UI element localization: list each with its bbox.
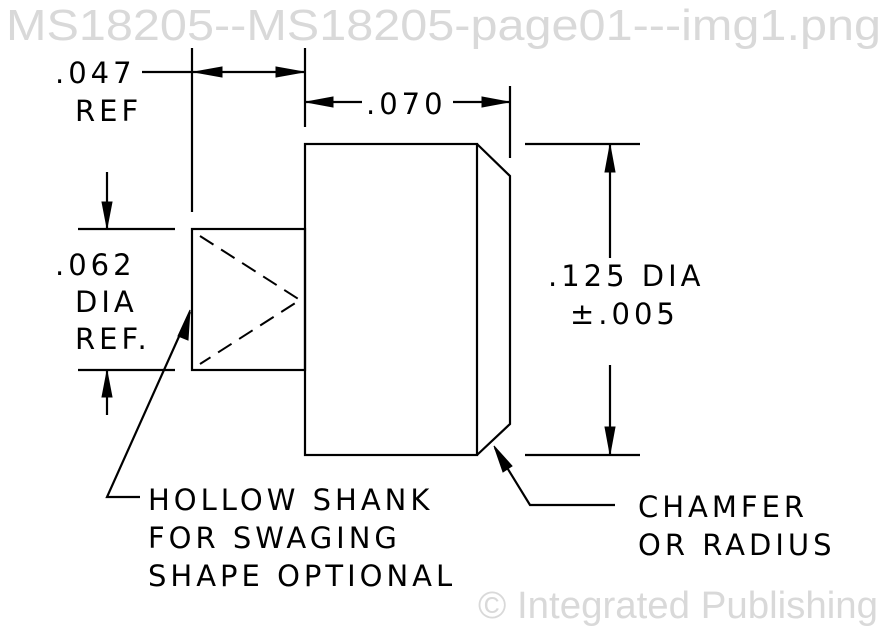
- arrowhead: [604, 144, 616, 173]
- dim-062-value: .062: [55, 248, 136, 282]
- head-body: [303, 142, 479, 457]
- shank-body: [190, 227, 307, 372]
- dim-070-value: .070: [366, 87, 447, 121]
- leader-hollow-shank: HOLLOW SHANK FOR SWAGING SHAPE OPTIONAL: [105, 309, 456, 593]
- arrowhead: [481, 96, 510, 108]
- leader-chamfer: CHAMFER OR RADIUS: [493, 445, 836, 562]
- arrowhead: [493, 445, 513, 473]
- note-chamfer-1: CHAMFER: [638, 490, 808, 524]
- part-outline: [190, 142, 512, 457]
- note-hollow-shank-1: HOLLOW SHANK: [148, 483, 433, 517]
- chamfer-edge: [476, 143, 512, 456]
- arrowhead: [101, 201, 113, 229]
- watermark-line2: MS18205--MS18205-page01---img1.png: [6, 1, 881, 50]
- arrowhead: [604, 426, 616, 455]
- dimension-shank-dia: .062 DIA REF.: [55, 172, 175, 415]
- arrowhead: [275, 66, 305, 78]
- note-chamfer-2: OR RADIUS: [638, 528, 836, 562]
- dim-125-tolerance: ±.005: [570, 297, 679, 331]
- dimension-head-dia: .125 DIA ±.005: [525, 142, 705, 457]
- watermark-line1: © Integrated Publishing: [478, 585, 878, 627]
- dim-062-note: REF.: [75, 322, 151, 356]
- arrowhead: [193, 66, 223, 78]
- note-hollow-shank-2: FOR SWAGING: [148, 521, 401, 555]
- dim-047-value: .047: [55, 56, 136, 90]
- note-hollow-shank-3: SHAPE OPTIONAL: [148, 559, 456, 593]
- dimension-head-length: .070: [305, 86, 512, 158]
- hollow-shank-hidden-lines: [199, 235, 302, 365]
- dim-062-dia: DIA: [75, 285, 138, 319]
- dim-047-note: REF: [75, 94, 142, 128]
- dim-125-value: .125 DIA: [548, 259, 705, 293]
- arrowhead: [101, 370, 113, 398]
- dimension-shank-length: .047 REF: [55, 48, 307, 212]
- arrowhead: [305, 96, 334, 108]
- arrowhead: [177, 309, 191, 341]
